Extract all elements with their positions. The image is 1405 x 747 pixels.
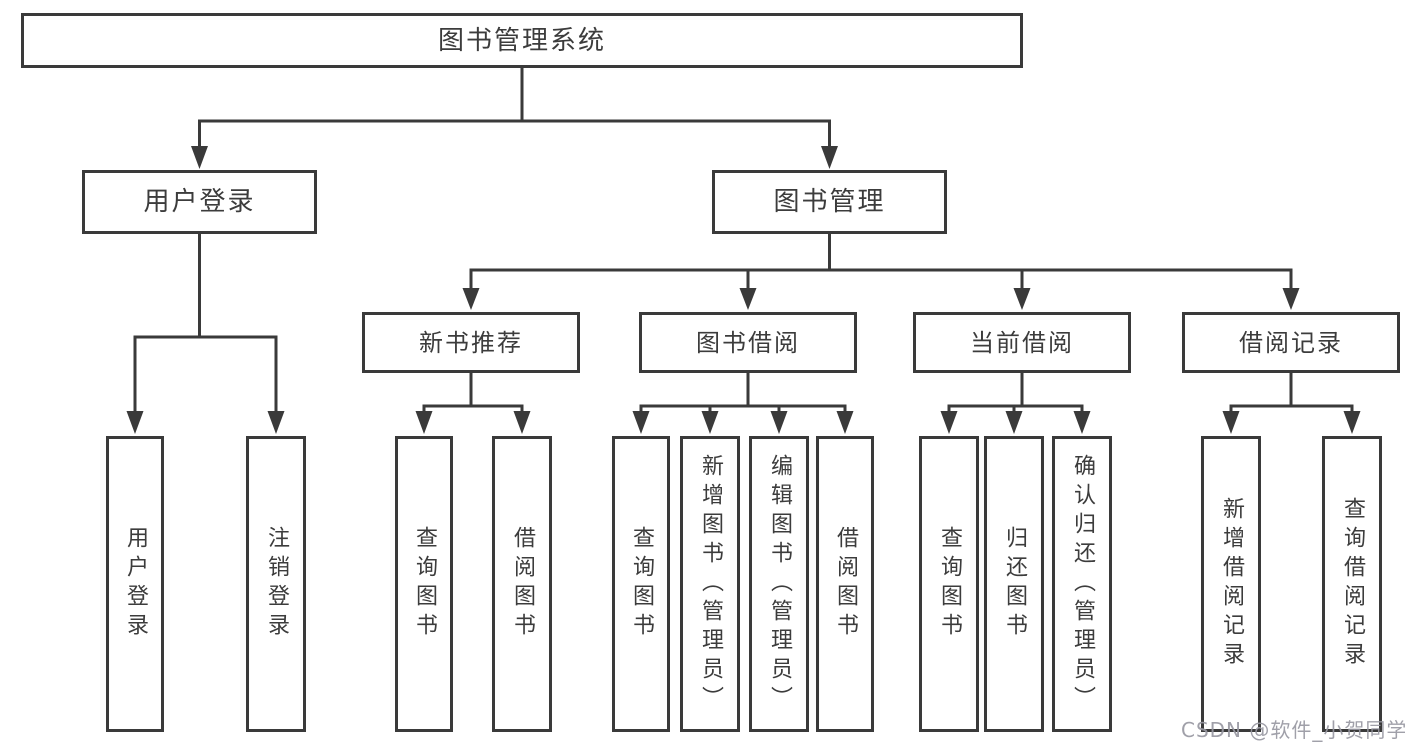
leaf-query-borrow-record-label: 查询借阅记录: [1340, 497, 1365, 671]
connector-current-borrow-branch: [947, 371, 1084, 415]
leaf-add-books-admin-label: 新增图书（管理员）: [698, 453, 723, 715]
connector-root-to-level1: [198, 66, 831, 150]
node-book-management-label: 图书管理: [773, 187, 886, 217]
csdn-watermark-text: CSDN @软件_小贺同学: [1181, 718, 1405, 742]
leaf-add-borrow-record: 新增借阅记录: [1201, 436, 1261, 732]
leaf-user-login: 用户登录: [106, 436, 164, 732]
leaf-query-books-recommend: 查询图书: [395, 436, 453, 732]
node-current-borrow-label: 当前借阅: [970, 328, 1074, 357]
connector-user-login-branch: [133, 232, 278, 415]
connector-borrow-record-branch: [1229, 371, 1354, 415]
node-book-borrow: 图书借阅: [639, 312, 857, 373]
leaf-add-books-admin: 新增图书（管理员）: [680, 436, 740, 732]
node-system-root: 图书管理系统: [21, 13, 1023, 68]
leaf-query-books-recommend-label: 查询图书: [412, 526, 437, 642]
leaf-return-books: 归还图书: [984, 436, 1044, 732]
leaf-query-borrow-record: 查询借阅记录: [1322, 436, 1382, 732]
leaf-query-books-current: 查询图书: [919, 436, 979, 732]
connector-book-management-branch: [469, 232, 1293, 292]
leaf-query-books-borrow-label: 查询图书: [629, 526, 654, 642]
leaf-add-borrow-record-label: 新增借阅记录: [1219, 497, 1244, 671]
leaf-borrow-books-label: 借阅图书: [833, 526, 858, 642]
node-system-root-label: 图书管理系统: [437, 25, 606, 56]
leaf-user-login-label: 用户登录: [123, 526, 148, 642]
node-borrow-records: 借阅记录: [1182, 312, 1400, 373]
leaf-borrow-books-recommend: 借阅图书: [492, 436, 552, 732]
leaf-edit-books-admin-label: 编辑图书（管理员）: [767, 453, 792, 715]
node-borrow-records-label: 借阅记录: [1239, 328, 1343, 357]
leaf-return-books-label: 归还图书: [1002, 526, 1027, 642]
node-book-borrow-label: 图书借阅: [696, 328, 800, 357]
leaf-confirm-return-admin: 确认归还（管理员）: [1052, 436, 1112, 732]
leaf-borrow-books: 借阅图书: [816, 436, 874, 732]
node-new-book-recommend-label: 新书推荐: [419, 328, 523, 357]
leaf-edit-books-admin: 编辑图书（管理员）: [749, 436, 809, 732]
node-user-login-label: 用户登录: [143, 187, 256, 217]
connector-new-book-branch: [422, 371, 524, 415]
leaf-logout-label: 注销登录: [264, 526, 289, 642]
node-book-management: 图书管理: [712, 170, 947, 234]
node-user-login: 用户登录: [82, 170, 317, 234]
leaf-query-books-current-label: 查询图书: [937, 526, 962, 642]
leaf-query-books-borrow: 查询图书: [612, 436, 670, 732]
node-new-book-recommend: 新书推荐: [362, 312, 580, 373]
connector-book-borrow-branch: [639, 371, 847, 415]
csdn-watermark: CSDN @软件_小贺同学: [1181, 714, 1405, 743]
leaf-logout: 注销登录: [246, 436, 306, 732]
node-current-borrow: 当前借阅: [913, 312, 1131, 373]
leaf-confirm-return-admin-label: 确认归还（管理员）: [1070, 453, 1095, 715]
leaf-borrow-books-recommend-label: 借阅图书: [510, 526, 535, 642]
